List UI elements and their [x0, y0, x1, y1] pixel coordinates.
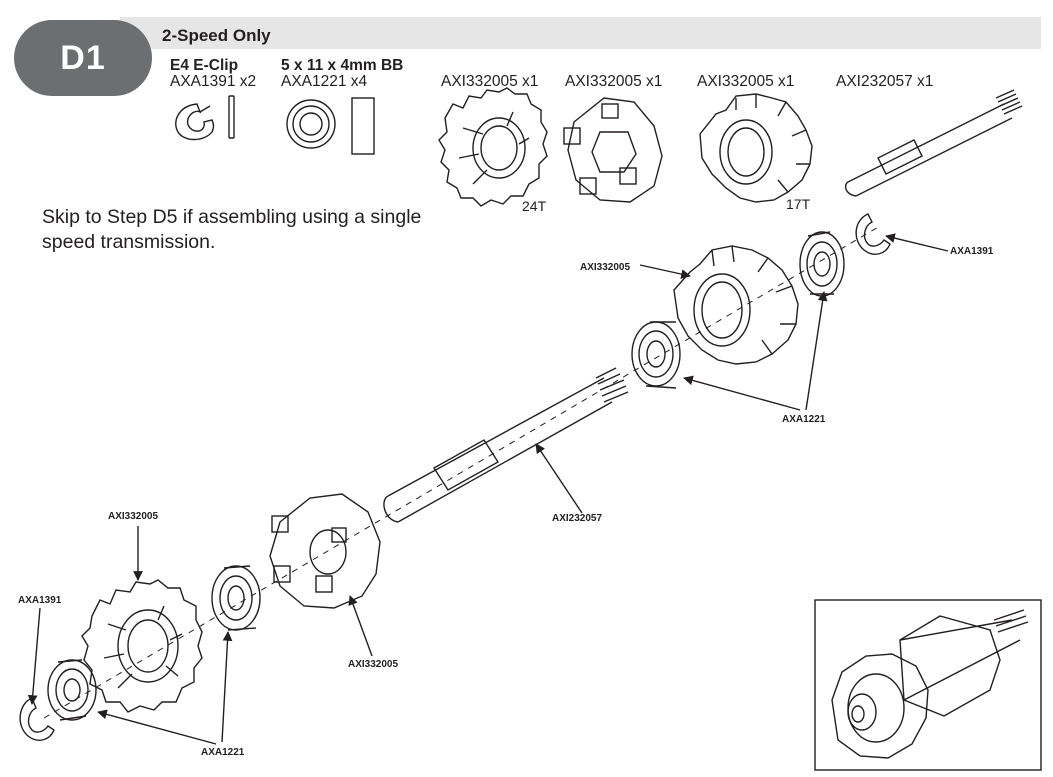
- teeth-label-24t: 24T: [522, 198, 547, 214]
- bearing-icon: [286, 97, 375, 155]
- bearing-left-icon: [47, 659, 97, 721]
- callout-shaft: AXI232057: [552, 513, 603, 524]
- assembled-inset-icon: [831, 609, 1029, 759]
- callout-bearing-left: AXA1221: [201, 747, 245, 758]
- bearing-right-icon: [799, 231, 845, 297]
- shaft-icon: [844, 89, 1023, 197]
- instruction-text: Skip to Step D5 if assembling using a si…: [42, 206, 422, 253]
- gear-24t-icon: [438, 87, 548, 207]
- step-title: 2-Speed Only: [162, 26, 271, 45]
- part-code-bearing: AXA1221 x4: [281, 73, 368, 90]
- part-code-shaft: AXI232057 x1: [836, 73, 934, 90]
- callout-clip-right: AXA1391: [950, 246, 994, 257]
- part-code-gear-17t: AXI332005 x1: [697, 73, 795, 90]
- part-name-bearing: 5 x 11 x 4mm BB: [281, 57, 404, 74]
- callout-bearing-right: AXA1221: [782, 414, 826, 425]
- part-code-hub: AXI332005 x1: [565, 73, 663, 90]
- callout-gear-right: AXI332005: [580, 262, 631, 273]
- eclip-right-icon: [855, 213, 891, 255]
- shaft-exploded-icon: [383, 367, 629, 523]
- callout-hub: AXI332005: [348, 659, 399, 670]
- gear-24t-exploded-icon: [81, 579, 203, 713]
- callout-gear-left: AXI332005: [108, 511, 159, 522]
- bearing-mid-right-icon: [631, 321, 681, 389]
- teeth-label-17t: 17T: [786, 196, 811, 212]
- hub-icon: [563, 97, 663, 203]
- bearing-mid-left-icon: [211, 565, 261, 631]
- gear-17t-icon: [699, 93, 813, 203]
- gear-17t-exploded-icon: [673, 245, 799, 365]
- step-header-bar: [120, 17, 1041, 49]
- part-code-gear-24t: AXI332005 x1: [441, 73, 539, 90]
- callout-clip-left: AXA1391: [18, 595, 62, 606]
- eclip-icon: [175, 95, 235, 141]
- hub-exploded-icon: [269, 493, 381, 609]
- step-badge: D1: [14, 20, 152, 96]
- eclip-left-icon: [19, 697, 55, 741]
- part-name-eclip: E4 E-Clip: [170, 57, 239, 74]
- part-code-eclip: AXA1391 x2: [170, 73, 257, 90]
